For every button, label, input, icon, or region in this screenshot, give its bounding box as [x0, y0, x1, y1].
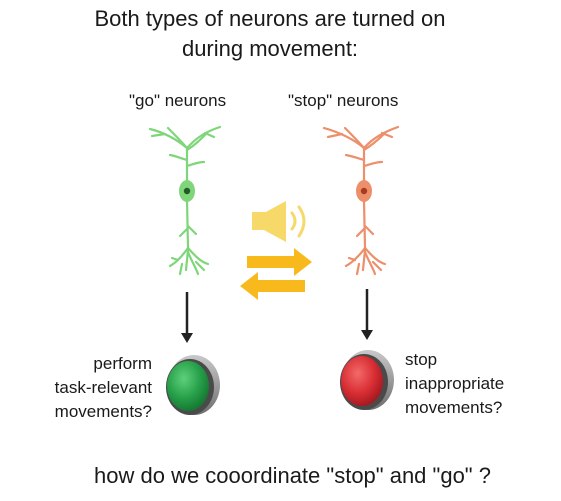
go-description-line-1: perform	[93, 354, 152, 373]
go-button-icon	[166, 355, 220, 415]
go-description-line-2: task-relevant	[54, 378, 152, 397]
stop-description-line-1: stop	[405, 350, 438, 369]
diagram-title: Both types of neurons are turned on duri…	[0, 4, 540, 64]
go-neurons-label: "go" neurons	[129, 91, 227, 110]
go-neuron	[148, 125, 222, 276]
stop-description-line-2: inappropriate	[405, 374, 505, 393]
coordination-question: how do we cooordinate "stop" and "go" ?	[94, 463, 491, 488]
go-down-arrow	[181, 292, 193, 343]
title-line-1: Both types of neurons are turned on	[94, 6, 446, 31]
speaker-icon	[252, 201, 306, 242]
title-line-2: during movement:	[181, 36, 359, 61]
go-neuron-nucleus	[183, 187, 191, 195]
bidirectional-arrows-icon	[240, 248, 312, 300]
stop-description-line-3: movements?	[405, 398, 503, 417]
stop-neuron-nucleus	[360, 187, 368, 195]
stop-neurons-label: "stop" neurons	[288, 91, 399, 110]
go-description: perform task-relevant movements?	[55, 352, 152, 424]
go-description-line-3: movements?	[54, 402, 152, 421]
stop-neuron	[322, 125, 400, 276]
stop-down-arrow	[361, 289, 373, 340]
stop-button-icon	[340, 350, 394, 410]
stop-description: stop inappropriate movements?	[405, 348, 504, 420]
